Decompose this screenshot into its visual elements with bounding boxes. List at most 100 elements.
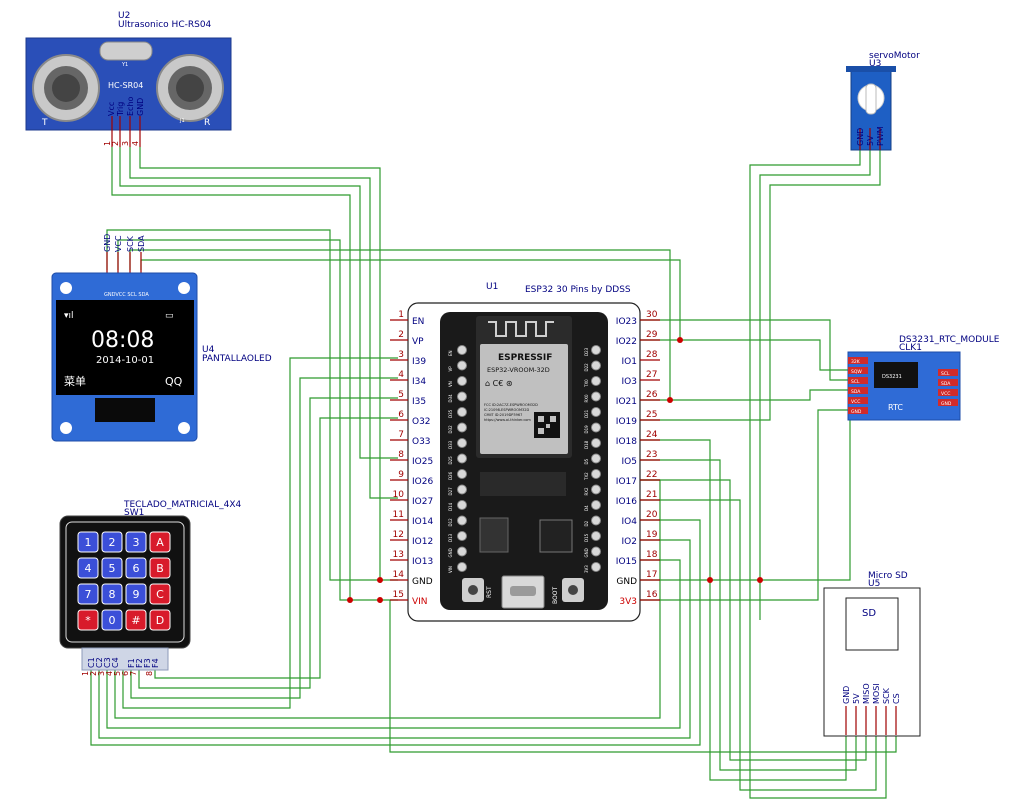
keypad-key-D[interactable]	[149, 609, 171, 631]
esp32-pin-num: 26	[646, 390, 658, 400]
esp32-ic: IC:21098-ESPWROOM32D	[484, 408, 529, 412]
junction-dot	[707, 577, 713, 583]
board-pin-label: D26	[448, 471, 453, 480]
keypad-key-5[interactable]	[101, 557, 123, 579]
esp32-cmiit: CMIIT ID:2019DP3967	[484, 413, 522, 417]
wifi-ce-icons: ⌂ C€ ⊛	[485, 379, 513, 388]
header-pad	[591, 391, 601, 402]
esp32-pin-io16: IO16	[616, 497, 637, 507]
keypad-key-label: 3	[133, 536, 140, 549]
servo-value: servoMotor	[869, 51, 920, 61]
esp32-ref: U1	[486, 282, 498, 292]
rtc-pin-scl: SCL	[851, 379, 860, 385]
keypad-key-A[interactable]	[149, 531, 171, 553]
board-pin-label: D14	[448, 502, 453, 511]
esp32-pin-num: 17	[646, 570, 657, 580]
keypad-key-6[interactable]	[125, 557, 147, 579]
oled-display[interactable]: GND VCC SCK SDA 4 3 2 1 GNDVCC SCL SDA ▾…	[51, 234, 272, 442]
esp32-pin-io13: IO13	[412, 557, 433, 567]
qr-dot	[538, 428, 544, 434]
esp32-pin-io5: IO5	[622, 457, 637, 467]
keypad-key-0[interactable]	[101, 609, 123, 631]
keypad-pin-c2: C2	[95, 657, 104, 668]
keypad-pin-num: 2	[89, 671, 98, 676]
keypad-key-3[interactable]	[125, 531, 147, 553]
rtc-module[interactable]: DS3231_RTC_MODULE CLK1 DS3231 RTC 32KSQW…	[847, 335, 1000, 421]
esp32-pin-o33: O33	[412, 437, 431, 447]
keypad-key-label: B	[156, 562, 164, 575]
header-pad	[591, 500, 601, 510]
junction-dot	[347, 597, 353, 603]
rtc-pad	[938, 399, 958, 406]
keypad-key-2[interactable]	[101, 531, 123, 553]
keypad-frame	[65, 521, 185, 643]
esp32-fcc: FCC ID:2AC7Z-ESPWROOM32D	[484, 403, 538, 407]
wire-us-trig	[119, 147, 398, 459]
esp32-pin-num: 2	[398, 330, 404, 340]
header-pad	[591, 515, 601, 526]
oled-contacts: QQ	[165, 375, 183, 388]
board-pin-label: D4	[584, 505, 589, 511]
esp32-model: ESP32-VROOM-32D	[487, 366, 550, 374]
rtc-pad	[848, 377, 868, 384]
esp32-url: https://www.ai-thinker.com	[484, 418, 531, 422]
oled-time: 08:08	[91, 328, 154, 353]
keypad-key-C[interactable]	[149, 583, 171, 605]
keypad-pin-f3: F3	[143, 658, 152, 668]
esp32-pin-num: 29	[646, 330, 658, 340]
keypad-key-9[interactable]	[125, 583, 147, 605]
esp32-right-pins: 30IO2329IO2228IO127IO326IO2125IO1924IO18…	[616, 310, 660, 607]
servo-pins: GND 5V PWM	[856, 126, 885, 150]
wire-sd-miso	[608, 499, 877, 791]
header-pad	[591, 453, 601, 464]
esp32-pin-num: 4	[398, 370, 404, 380]
wire-oled-gnd	[106, 229, 398, 581]
esp32-pin-num: 30	[646, 310, 658, 320]
rtc-pad	[938, 389, 958, 396]
servo-motor[interactable]: servoMotor U3 GND 5V PWM	[846, 51, 920, 151]
board-pin-label: RX2	[584, 487, 589, 496]
ultrasonic-pin-num: 4	[131, 141, 140, 146]
rtc-pin-sda: SDA	[941, 381, 951, 387]
junction-dot	[757, 577, 763, 583]
header-pad	[591, 376, 601, 386]
oled-ribbon	[95, 398, 155, 422]
board-pin-label: D5	[584, 458, 589, 464]
header-pad	[457, 407, 467, 417]
keypad-key-4[interactable]	[77, 557, 99, 579]
keypad-key-1[interactable]	[77, 531, 99, 553]
esp32-pin-io14: IO14	[412, 517, 433, 527]
micro-sd-module[interactable]: Micro SD U5 SD GND 5V MISO MOSI SCK CS	[823, 571, 921, 737]
header-pad	[457, 500, 467, 510]
keypad-key-B[interactable]	[149, 557, 171, 579]
ultrasonic-sensor[interactable]: U2 Ultrasonico HC-RS04 Y1 HC-SR04 T R J1…	[25, 11, 232, 147]
header-pad	[591, 345, 601, 355]
keypad-key-7[interactable]	[77, 583, 99, 605]
wire-oled-vcc	[117, 239, 398, 601]
esp32-pin-io19: IO19	[616, 417, 637, 427]
wire-sd-sck	[608, 439, 847, 781]
keypad-key-*[interactable]	[77, 609, 99, 631]
keypad-key-label: C	[156, 588, 164, 601]
wire-sd-cs	[608, 459, 857, 771]
keypad-pin-c1: C1	[87, 657, 96, 668]
esp32-pin-num: 28	[646, 350, 658, 360]
header-pad	[457, 562, 467, 572]
keypad-key-8[interactable]	[101, 583, 123, 605]
keypad-key-#[interactable]	[125, 609, 147, 631]
esp32-board[interactable]: U1 ESP32 30 Pins by DDSS ESPRESSIF ESP32…	[390, 282, 660, 622]
rtc-label: RTC	[888, 403, 903, 412]
esp32-pin-num: 10	[393, 490, 405, 500]
servo-pin-gnd: GND	[856, 128, 865, 146]
esp32-brand: ESPRESSIF	[498, 353, 552, 363]
junction-dot	[377, 597, 383, 603]
esp32-pin-num: 15	[393, 590, 404, 600]
rtc-pin-32k: 32K	[851, 359, 861, 365]
rst-label: RST	[486, 586, 493, 598]
keypad-pin-num: 8	[145, 671, 154, 676]
junction-dot	[677, 337, 683, 343]
header-pad	[457, 422, 467, 433]
keypad-key-label: 1	[85, 536, 92, 549]
